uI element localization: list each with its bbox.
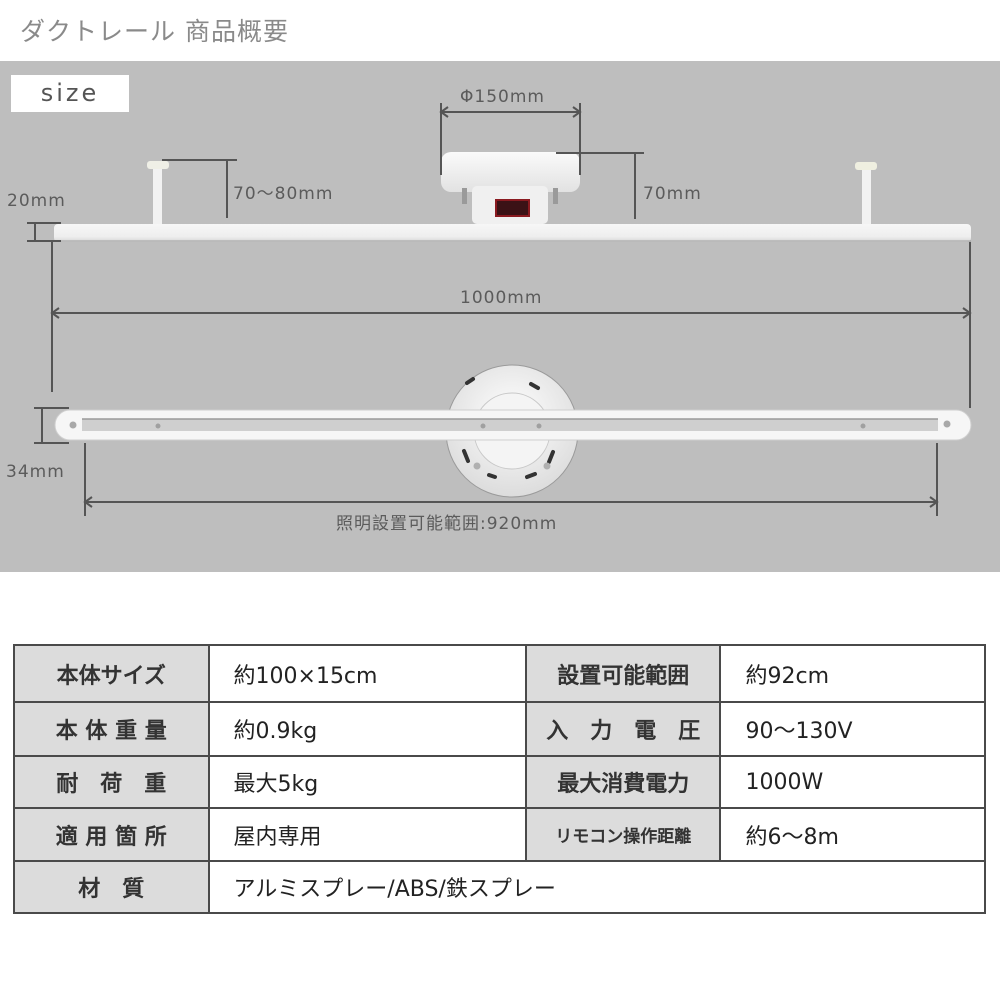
rail-side (54, 224, 971, 242)
spec-value: 最大5kg (207, 755, 527, 809)
table-row: 材 質 アルミスプレー/ABS/鉄スプレー (13, 860, 987, 914)
hook-height-label: 70〜80mm (233, 184, 334, 204)
duct-rail-illustration (27, 103, 972, 516)
spec-label: 適 用 箇 所 (13, 807, 210, 862)
spec-value: 屋内専用 (207, 807, 527, 862)
spec-label: 耐 荷 重 (13, 755, 210, 809)
spec-value: アルミスプレー/ABS/鉄スプレー (207, 860, 987, 914)
page-title: ダクトレール 商品概要 (20, 17, 289, 46)
table-row: 適 用 箇 所 屋内専用 リモコン操作距離 約6〜8m (13, 807, 986, 862)
spec-value: 90〜130V (719, 701, 986, 757)
spec-value: 約92cm (719, 644, 986, 703)
spec-value: 約6〜8m (719, 807, 986, 862)
hook-left (147, 161, 169, 224)
table-row: 本体サイズ 約100×15cm 設置可能範囲 約92cm (13, 644, 986, 703)
plug-height-label: 70mm (643, 184, 702, 204)
plug-diameter-label: Φ150mm (460, 87, 545, 107)
plug-side (441, 152, 580, 224)
dimension-lines-top (34, 407, 939, 516)
spec-label: 入 力 電 圧 (524, 701, 722, 757)
dimension-lines-side (27, 103, 972, 408)
lighting-range-label: 照明設置可能範囲:920mm (336, 514, 558, 534)
spec-value: 約0.9kg (207, 701, 527, 757)
rail-thickness-label: 20mm (7, 191, 66, 211)
spec-value: 1000W (719, 755, 986, 809)
spec-label: 設置可能範囲 (524, 644, 722, 703)
rail-top (54, 409, 972, 441)
spec-value: 約100×15cm (207, 644, 527, 703)
spec-label: 本 体 重 量 (13, 701, 210, 757)
table-row: 耐 荷 重 最大5kg 最大消費電力 1000W (13, 755, 986, 809)
table-row: 本 体 重 量 約0.9kg 入 力 電 圧 90〜130V (13, 701, 986, 757)
spec-label: 最大消費電力 (524, 755, 722, 809)
size-section-tag: size (11, 75, 129, 112)
spec-label: リモコン操作距離 (524, 807, 722, 862)
rail-width-label: 34mm (6, 462, 65, 482)
spec-label: 材 質 (13, 860, 210, 914)
rail-length-label: 1000mm (460, 288, 543, 308)
spec-table: 本体サイズ 約100×15cm 設置可能範囲 約92cm 本 体 重 量 約0.… (13, 644, 987, 914)
hook-right (855, 162, 877, 224)
spec-label: 本体サイズ (13, 644, 210, 703)
